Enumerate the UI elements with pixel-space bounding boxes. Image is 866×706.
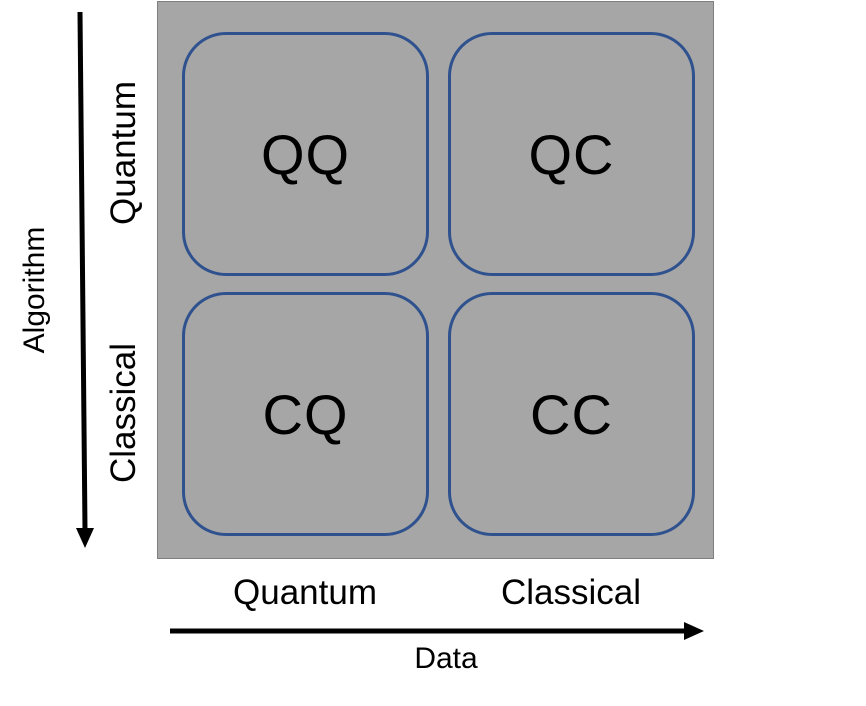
column-label-classical: Classical <box>500 573 642 612</box>
column-label-quantum: Quantum <box>233 573 377 612</box>
x-axis-arrow <box>170 622 704 640</box>
cell-cc-label: CC <box>530 382 613 446</box>
cell-qq: QQ <box>182 32 429 276</box>
cell-cq-label: CQ <box>262 382 349 446</box>
cell-qc: QC <box>448 32 695 276</box>
quadrant-panel <box>157 1 714 559</box>
cell-qc-label: QC <box>528 122 615 186</box>
x-axis-title: Data <box>414 642 478 675</box>
cell-cq: CQ <box>182 292 429 536</box>
cell-cc: CC <box>448 292 695 536</box>
cell-qq-label: QQ <box>260 122 351 186</box>
y-axis-arrow <box>76 11 94 548</box>
